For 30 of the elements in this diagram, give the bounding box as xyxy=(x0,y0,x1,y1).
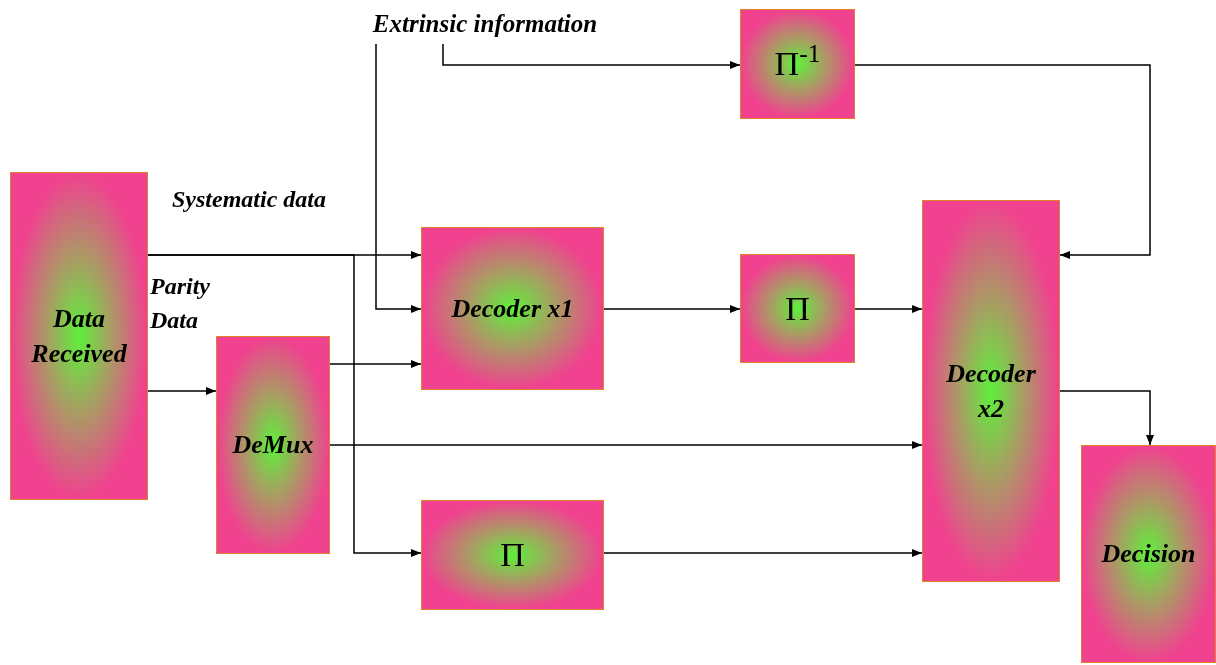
arrow xyxy=(1059,390,1154,446)
arrow xyxy=(329,360,422,368)
arrow xyxy=(854,305,923,313)
node-text: Decision xyxy=(1100,538,1197,571)
node-text: Π xyxy=(499,535,526,576)
edge-label: Systematic data xyxy=(172,185,327,214)
node-text: DeMux xyxy=(231,429,315,462)
edge-label: Parity Data xyxy=(150,272,211,335)
arrow xyxy=(375,43,422,313)
process-box xyxy=(740,254,855,363)
node-text: Decoder x1 xyxy=(450,292,575,325)
process-box xyxy=(922,200,1060,582)
arrow xyxy=(329,441,923,449)
arrow xyxy=(603,549,923,557)
process-box xyxy=(10,172,148,500)
node-text: Π$^{-1}$ xyxy=(773,41,822,85)
process-box xyxy=(740,9,855,119)
process-box xyxy=(421,227,604,390)
node-text: Π xyxy=(784,288,811,329)
arrow xyxy=(147,387,217,395)
arrow xyxy=(442,43,741,69)
node-text: Extrinsic information xyxy=(371,9,599,40)
arrow xyxy=(147,254,422,557)
process-box xyxy=(421,500,604,610)
node-text: Data Received xyxy=(30,302,128,370)
node-text: Decoder x2 xyxy=(945,357,1037,425)
arrow xyxy=(603,305,741,313)
process-box xyxy=(1081,445,1216,663)
process-box xyxy=(216,336,330,554)
arrow xyxy=(854,64,1151,259)
